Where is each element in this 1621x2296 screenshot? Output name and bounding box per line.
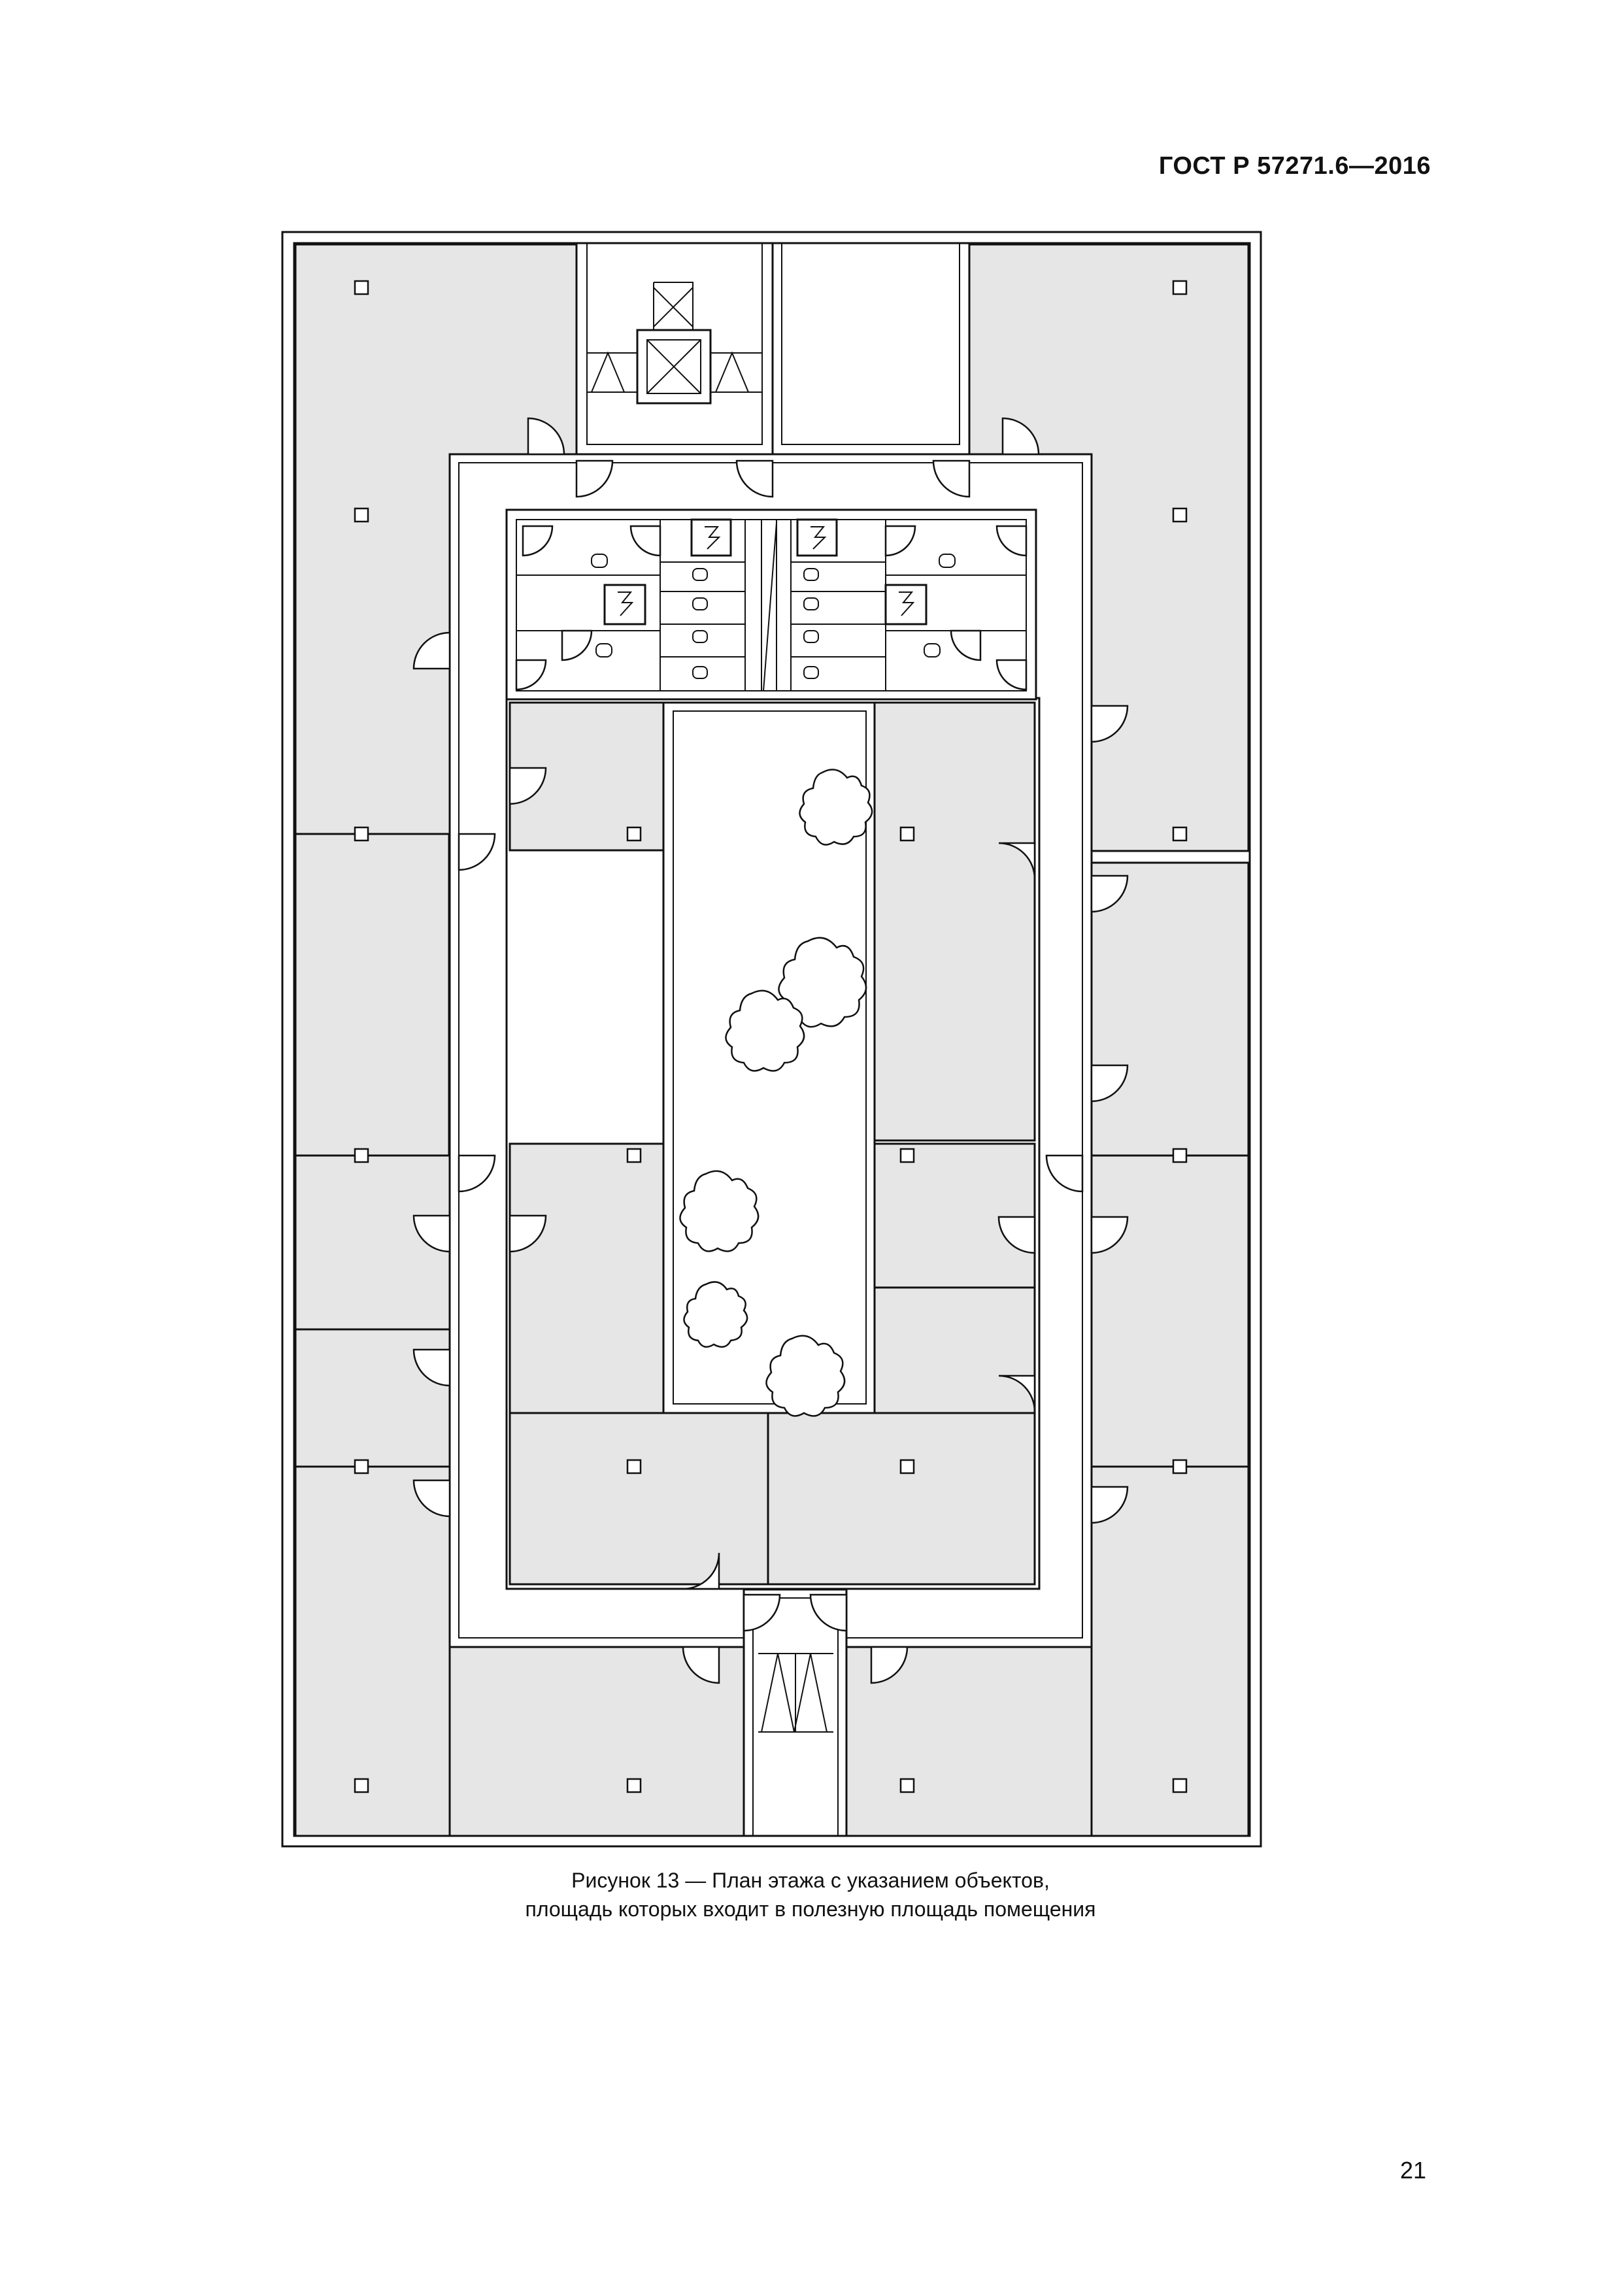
north-stair-block: [575, 242, 971, 456]
electrical-panel-3: [603, 584, 646, 625]
doors: [412, 417, 1129, 1684]
core-room-east-2: [873, 1286, 1036, 1414]
service-block-outline: [505, 508, 1037, 701]
core-room-sw: [509, 1412, 769, 1586]
shaft-void: [771, 242, 971, 456]
figure-caption: Рисунок 13 — План этажа с указанием объе…: [0, 1866, 1621, 1923]
core-room-se: [767, 1412, 1036, 1586]
core-rooms: [505, 697, 1041, 1590]
room-east-2: [1090, 1154, 1250, 1468]
core-room-east-1: [873, 1142, 1036, 1289]
page-number: 21: [1399, 2157, 1426, 2184]
room-south-west-part: [448, 1646, 745, 1837]
core-room-west: [509, 1142, 665, 1414]
caption-line-1: Рисунок 13 — План этажа с указанием объе…: [571, 1869, 1050, 1892]
caption-line-2: площадь которых входит в полезную площад…: [525, 1897, 1096, 1921]
south-stair-block: [743, 1588, 848, 1837]
service-block: [505, 508, 1037, 701]
room-southeast: [1090, 1465, 1250, 1837]
electrical-panel-4: [884, 584, 927, 625]
room-east-1: [1090, 861, 1250, 1157]
room-west-1: [294, 833, 450, 1157]
columns: [354, 280, 1188, 1793]
standard-header: ГОСТ Р 57271.6—2016: [1158, 152, 1431, 180]
room-southwest: [294, 1465, 451, 1837]
core-room-ne: [873, 701, 1036, 1142]
atrium-plants: [679, 769, 873, 1417]
